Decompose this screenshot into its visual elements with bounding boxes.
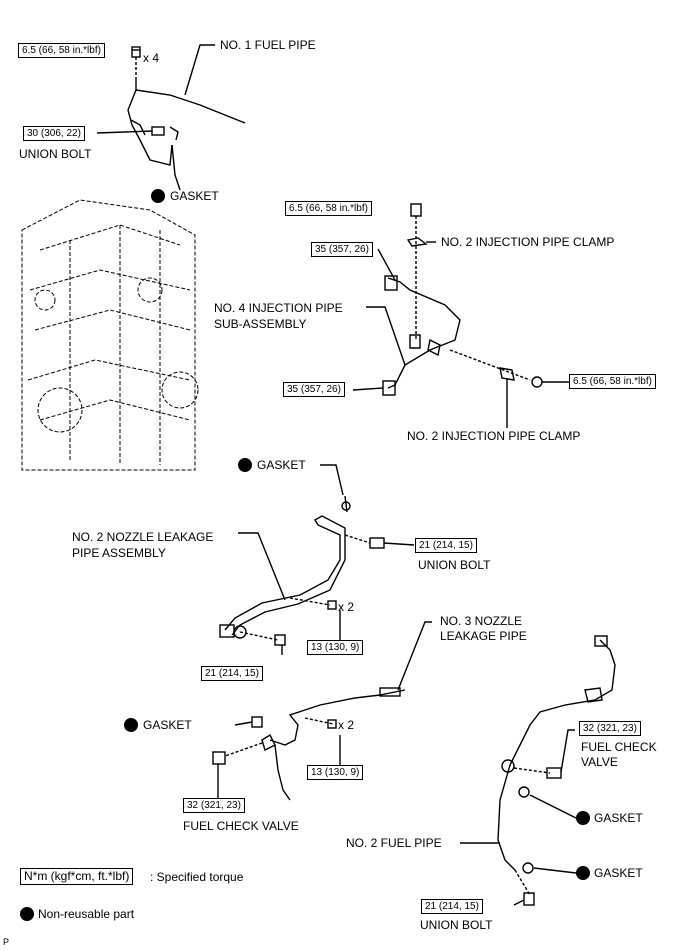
label-union-bolt-2: UNION BOLT <box>418 558 491 572</box>
torque-box-check-valve-right: 32 (321, 23) <box>579 721 641 736</box>
torque-box-no4-pipe-top: 35 (357, 26) <box>311 242 373 257</box>
label-no2-nozzle-line1: NO. 2 NOZZLE LEAKAGE <box>72 530 214 544</box>
nonreusable-marker-gasket-5 <box>576 866 590 880</box>
nonreusable-marker-gasket-1 <box>151 189 165 203</box>
legend-torque-box: N*m (kgf*cm, ft.*lbf) <box>20 868 134 885</box>
torque-box-nozzle-bolt-1: 13 (130, 9) <box>307 640 364 655</box>
torque-box-nozzle-bolt-2: 13 (130, 9) <box>307 765 364 780</box>
torque-box-no1-bolt: 6.5 (66, 58 in.*lbf) <box>18 43 105 58</box>
label-union-bolt-3: UNION BOLT <box>420 918 493 932</box>
label-fuel-check-valve-right-line2: VALVE <box>581 755 618 769</box>
label-no3-nozzle-line1: NO. 3 NOZZLE <box>440 614 523 628</box>
label-no2-fuel-pipe: NO. 2 FUEL PIPE <box>346 836 442 850</box>
engine-illustration <box>21 199 199 471</box>
label-no2-nozzle-line2: PIPE ASSEMBLY <box>72 546 166 560</box>
no4-injection-pipe-art <box>382 203 543 396</box>
label-no4-pipe-line2: SUB-ASSEMBLY <box>214 317 307 331</box>
label-union-bolt-1: UNION BOLT <box>19 147 92 161</box>
legend-nonreusable-text: Non-reusable part <box>38 907 135 921</box>
label-fuel-check-valve-left: FUEL CHECK VALVE <box>183 819 299 833</box>
label-gasket-2: GASKET <box>257 458 306 472</box>
torque-box-union-bolt-2: 21 (214, 15) <box>415 538 477 553</box>
torque-box-union-bolt-3: 21 (214, 15) <box>421 899 483 914</box>
label-gasket-1: GASKET <box>170 189 219 203</box>
label-gasket-5: GASKET <box>594 866 643 880</box>
torque-box-check-valve-left: 32 (321, 23) <box>183 798 245 813</box>
label-no3-nozzle-line2: LEAKAGE PIPE <box>440 629 527 643</box>
nonreusable-marker-gasket-3 <box>124 718 138 732</box>
torque-box-clamp-bolt: 6.5 (66, 58 in.*lbf) <box>285 201 372 216</box>
quantity-x2-lower: x 2 <box>338 718 355 732</box>
no1-fuel-pipe-art <box>127 46 246 166</box>
label-no2-clamp-bottom: NO. 2 INJECTION PIPE CLAMP <box>407 429 581 443</box>
label-no1-fuel-pipe: NO. 1 FUEL PIPE <box>220 38 316 52</box>
legend-nonreusable-dot <box>20 907 34 921</box>
label-no4-pipe-line1: NO. 4 INJECTION PIPE <box>214 301 343 315</box>
nonreusable-marker-gasket-2 <box>238 458 252 472</box>
nonreusable-marker-gasket-4 <box>576 811 590 825</box>
no2-fuel-pipe-art <box>497 635 616 906</box>
label-gasket-3: GASKET <box>143 718 192 732</box>
corner-mark: P <box>3 937 10 947</box>
label-gasket-4: GASKET <box>594 811 643 825</box>
quantity-x2-upper: x 2 <box>338 600 355 614</box>
torque-box-nozzle-union: 21 (214, 15) <box>201 666 263 681</box>
torque-box-union-bolt-1: 30 (306, 22) <box>23 126 85 141</box>
torque-box-no4-pipe-bottom: 35 (357, 26) <box>283 382 345 397</box>
no2-nozzle-pipe-art <box>219 495 385 646</box>
label-no2-clamp-top: NO. 2 INJECTION PIPE CLAMP <box>441 235 615 249</box>
torque-box-clamp-nut: 6.5 (66, 58 in.*lbf) <box>569 374 656 389</box>
legend-torque-desc: : Specified torque <box>150 870 244 884</box>
quantity-x4: x 4 <box>143 51 160 65</box>
label-fuel-check-valve-right-line1: FUEL CHECK <box>581 740 657 754</box>
no3-nozzle-pipe-art <box>212 687 406 801</box>
